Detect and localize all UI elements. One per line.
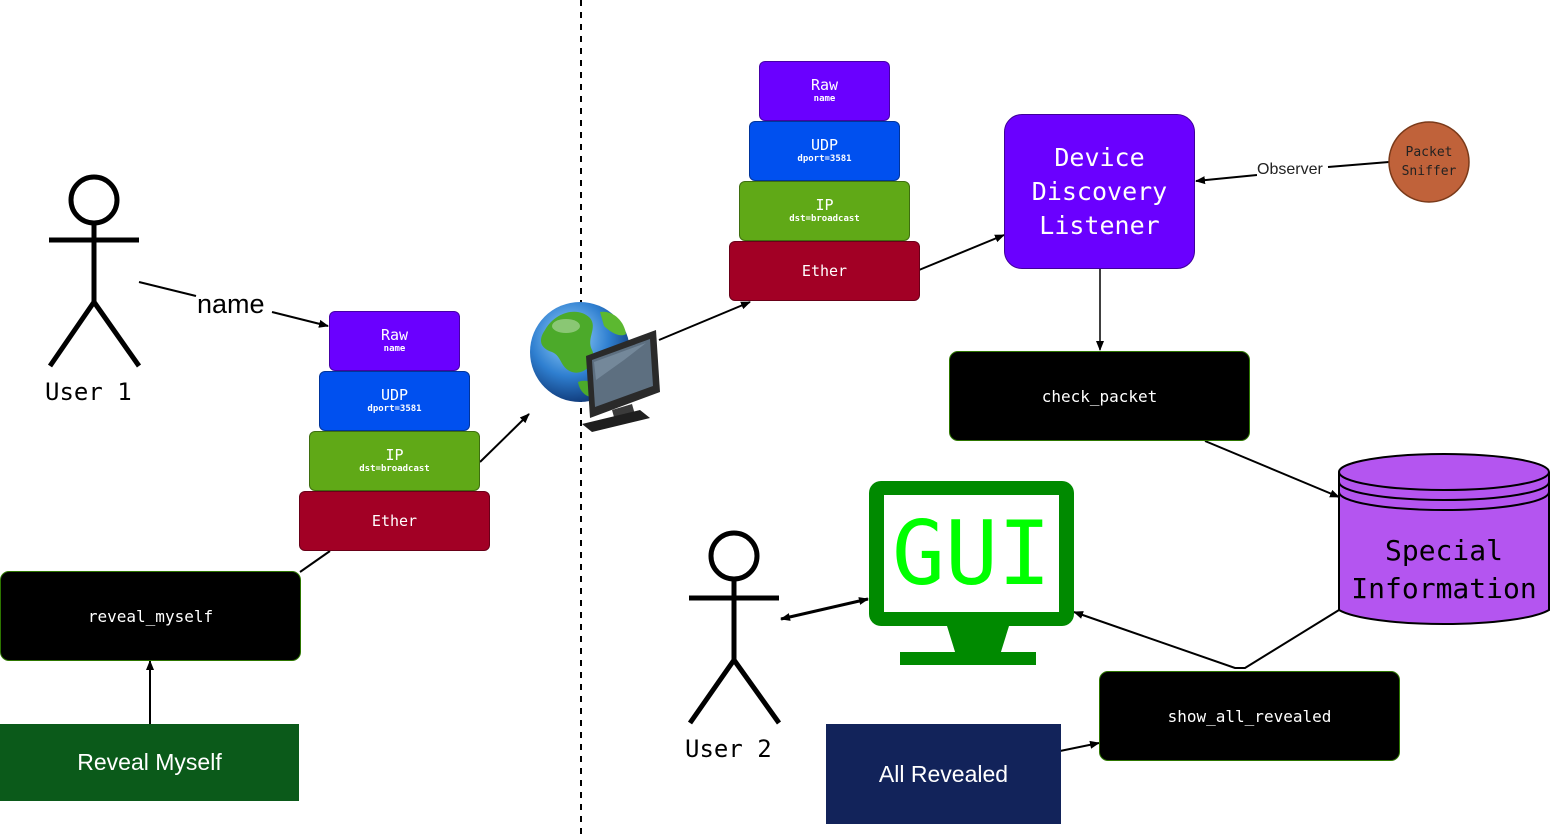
show-all-revealed-function: show_all_revealed bbox=[1099, 671, 1400, 761]
observer-label: Observer bbox=[1257, 161, 1323, 179]
edge-observer-listener bbox=[1195, 174, 1258, 185]
right-ether-name: Ether bbox=[801, 261, 848, 280]
left-ether-layer: Ether bbox=[299, 491, 490, 551]
user-2-label: User 2 bbox=[685, 735, 772, 763]
gui-label: GUI bbox=[892, 501, 1051, 605]
device-discovery-listener: Device Discovery Listener bbox=[1004, 114, 1195, 269]
user-1-label: User 1 bbox=[45, 378, 132, 406]
edge-sniffer-observer bbox=[1327, 161, 1390, 168]
right-raw-name: Raw bbox=[810, 76, 839, 94]
database-cylinder bbox=[1338, 453, 1550, 626]
edge-computer-stack bbox=[658, 301, 751, 341]
left-ip-name: IP bbox=[385, 446, 404, 464]
left-raw-detail: name bbox=[383, 344, 406, 354]
left-raw-name: Raw bbox=[380, 326, 409, 344]
right-ip-detail: dst=broadcast bbox=[789, 214, 860, 224]
left-raw-layer: Raw name bbox=[329, 311, 460, 371]
right-udp-layer: UDP dport=3581 bbox=[749, 121, 900, 181]
left-ether-name: Ether bbox=[371, 511, 418, 530]
packet-sniffer-label: Packet Sniffer bbox=[1401, 145, 1457, 179]
edge-allrevealed-show bbox=[1059, 740, 1100, 752]
computer-icon bbox=[582, 330, 660, 432]
edge-database-gui bbox=[1073, 609, 1340, 669]
left-udp-detail: dport=3581 bbox=[367, 404, 422, 414]
user-1-figure bbox=[47, 174, 142, 368]
special-information-label: Special Information bbox=[1351, 534, 1537, 605]
left-ip-layer: IP dst=broadcast bbox=[309, 431, 480, 491]
right-ip-name: IP bbox=[815, 196, 834, 214]
all-revealed-button[interactable]: All Revealed bbox=[826, 724, 1061, 824]
left-udp-layer: UDP dport=3581 bbox=[319, 371, 470, 431]
user-2-figure bbox=[687, 530, 782, 725]
edge-stack-globe bbox=[479, 413, 530, 463]
left-udp-name: UDP bbox=[380, 386, 409, 404]
edge-user1-name bbox=[138, 281, 197, 297]
right-raw-layer: Raw name bbox=[759, 61, 890, 121]
reveal-myself-function: reveal_myself bbox=[0, 571, 301, 661]
edge-user2-gui bbox=[780, 597, 869, 621]
right-udp-name: UDP bbox=[810, 136, 839, 154]
check-packet-function: check_packet bbox=[949, 351, 1250, 441]
right-udp-detail: dport=3581 bbox=[797, 154, 852, 164]
edge-name-raw bbox=[271, 311, 329, 328]
left-ip-detail: dst=broadcast bbox=[359, 464, 430, 474]
right-ether-layer: Ether bbox=[729, 241, 920, 301]
edge-stack-listener bbox=[918, 234, 1005, 271]
edge-check-database bbox=[1204, 440, 1340, 498]
right-raw-detail: name bbox=[813, 94, 836, 104]
reveal-myself-button[interactable]: Reveal Myself bbox=[0, 724, 299, 801]
edge-reveal-ether bbox=[299, 550, 331, 573]
gui-monitor bbox=[869, 481, 1074, 665]
right-ip-layer: IP dst=broadcast bbox=[739, 181, 910, 241]
packet-sniffer-node bbox=[1388, 121, 1470, 203]
name-edge-label: name bbox=[197, 289, 265, 319]
